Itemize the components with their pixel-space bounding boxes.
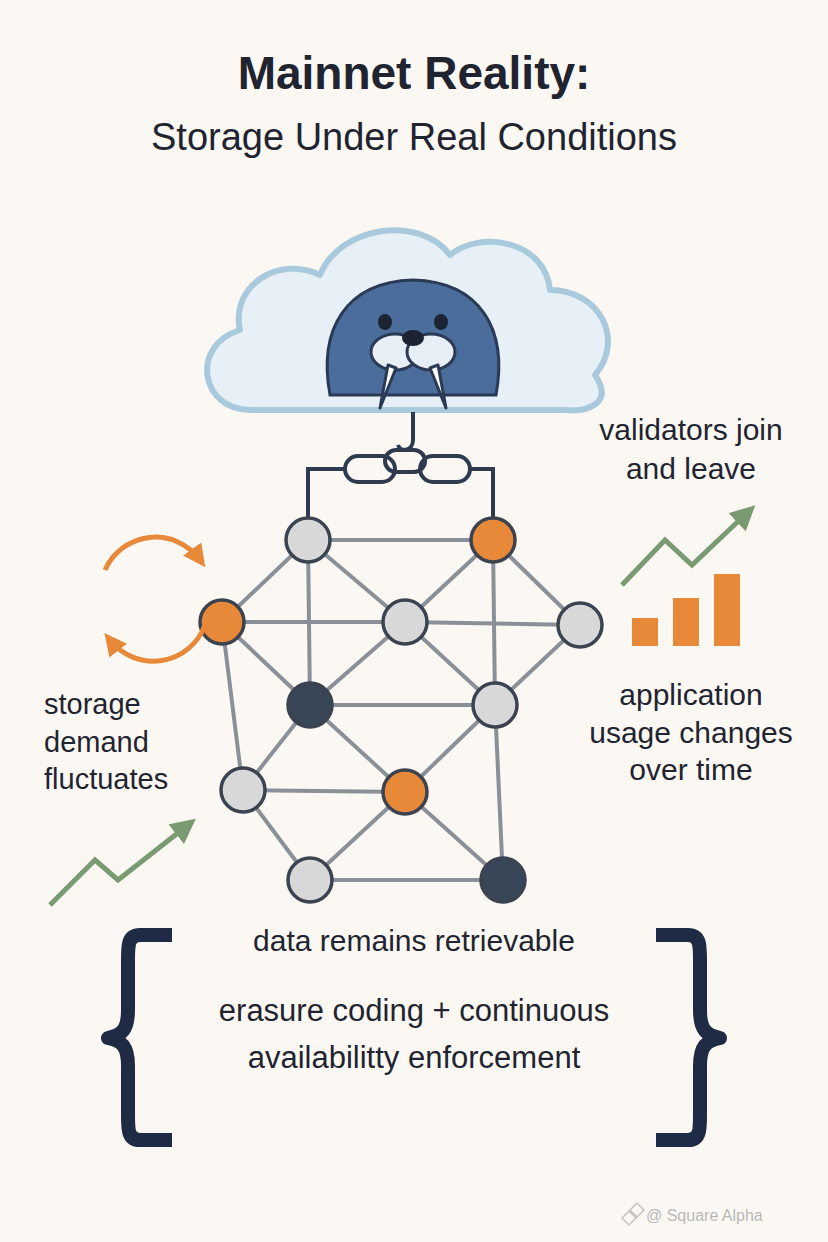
- trend-arrow: [50, 825, 188, 905]
- graph-node: [200, 600, 244, 644]
- annotation: application usage changes over time: [582, 676, 800, 789]
- graph-node: [383, 600, 427, 644]
- graph-link: [308, 540, 310, 705]
- graph-node: [558, 603, 602, 647]
- graph-node: [481, 858, 525, 902]
- graph-link: [310, 703, 495, 707]
- graph-node: [286, 518, 330, 562]
- cycle-arrows: [105, 537, 205, 661]
- summary-body: erasure coding + continuous availabilitt…: [210, 988, 618, 1081]
- subtitle: Storage Under Real Conditions: [0, 114, 828, 162]
- summary-heading: data remains retrievable: [184, 922, 644, 960]
- left-brace: [108, 935, 172, 1140]
- graph-node: [288, 858, 332, 902]
- bar-chart-icon: [632, 574, 740, 646]
- graph-link: [310, 878, 503, 882]
- graph-node: [471, 518, 515, 562]
- watermark-icon: [622, 1203, 644, 1225]
- graph-node: [288, 683, 332, 727]
- title: Mainnet Reality:: [0, 45, 828, 103]
- annotation: validators join and leave: [582, 410, 800, 488]
- annotation: storage demand fluctuates: [44, 686, 206, 799]
- graph-node: [383, 770, 427, 814]
- walrus-icon: [327, 280, 499, 408]
- cloud-shape: [207, 230, 608, 410]
- network-graph: [200, 518, 602, 902]
- right-brace: [656, 935, 720, 1140]
- graph-link: [222, 622, 243, 790]
- graph-link: [308, 538, 493, 542]
- watermark: @ Square Alpha: [646, 1206, 816, 1226]
- graph-node: [221, 768, 265, 812]
- graph-link: [495, 705, 503, 880]
- graph-node: [473, 683, 517, 727]
- graph-link: [243, 790, 405, 792]
- graph-link: [493, 540, 495, 705]
- chain-link: [308, 412, 493, 518]
- graph-link: [222, 620, 405, 624]
